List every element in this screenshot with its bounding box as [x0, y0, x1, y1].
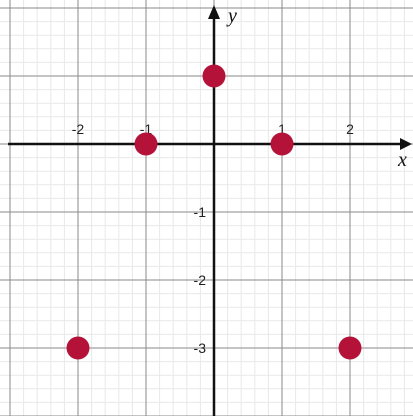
x-tick-label: 2: [346, 121, 354, 137]
data-point: [66, 336, 90, 360]
y-axis-label: y: [226, 5, 237, 27]
data-point: [134, 132, 158, 156]
y-axis-arrowhead: [208, 5, 220, 19]
x-tick-label: 1: [278, 121, 286, 137]
data-point: [338, 336, 362, 360]
y-tick-label: -3: [194, 340, 207, 356]
x-axis-label: x: [397, 149, 407, 171]
x-tick-label: -2: [72, 121, 85, 137]
y-tick-label: -2: [194, 272, 207, 288]
x-axis-arrowhead: [400, 138, 412, 150]
y-tick-label: -1: [194, 204, 207, 220]
data-points: [66, 64, 362, 360]
data-point: [270, 132, 294, 156]
data-point: [202, 64, 226, 88]
